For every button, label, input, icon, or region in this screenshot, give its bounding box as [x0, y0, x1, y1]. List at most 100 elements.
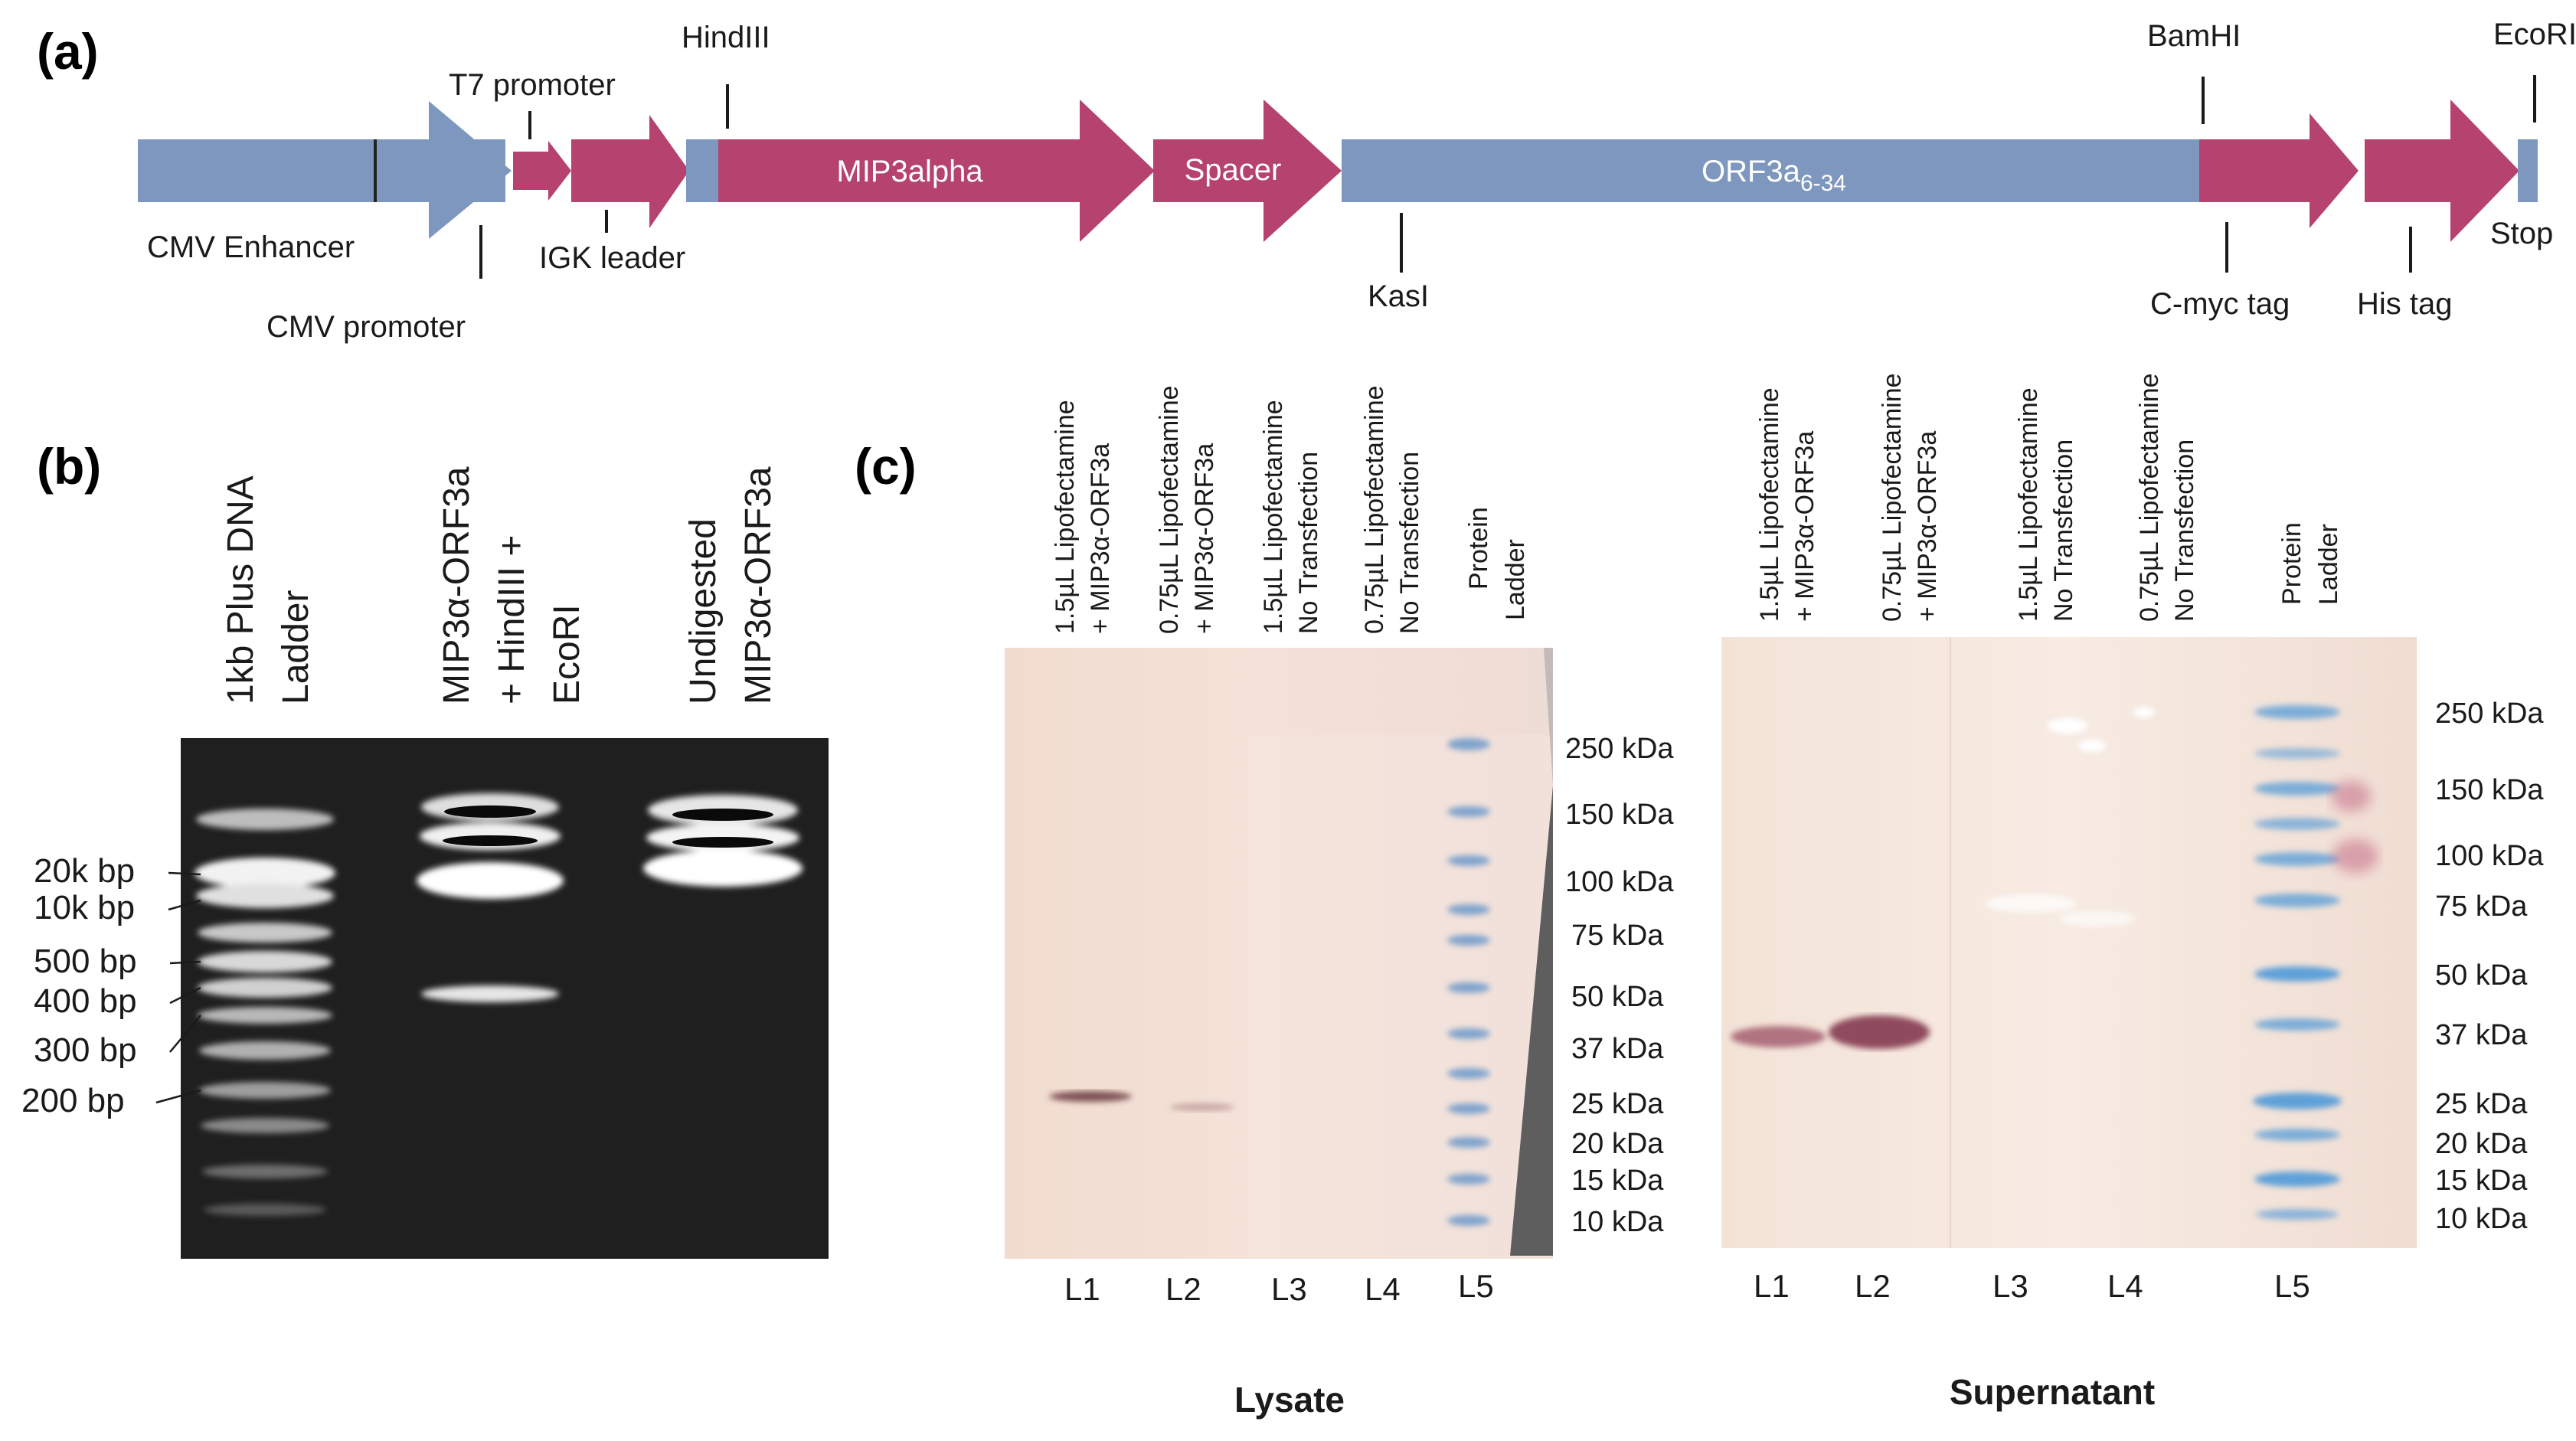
bp-marker-labels: 20k bp 10k bp 500 bp 400 bp 300 bp 200 b…: [21, 852, 137, 1119]
gel-lane-header-3: Undigested MIP3α-ORF3a: [683, 466, 779, 704]
lysate-lane-headers: 1.5µL Lipofectamine + MIP3α-ORF3a 0.75µL…: [1051, 385, 1530, 634]
bp-marker-leaders: [155, 871, 201, 1104]
panel-c-western-blots: (c) 1.5µL Lipofectamine + MIP3α-ORF3a 0.…: [855, 373, 2544, 1420]
svg-text:Undigested: Undigested: [683, 518, 724, 704]
lysate-blot-shadow: [1510, 786, 1553, 1256]
mip3alpha-label: MIP3alpha: [836, 155, 983, 188]
t7-promoter-arrow: [513, 141, 571, 201]
bp-marker-10k: 10k bp: [34, 889, 135, 926]
gel-lane-header-1: 1kb Plus DNA Ladder: [221, 475, 316, 704]
panel-c-letter: (c): [855, 438, 917, 495]
svg-text:10 kDa: 10 kDa: [1571, 1206, 1664, 1238]
svg-text:25 kDa: 25 kDa: [2435, 1088, 2528, 1120]
svg-text:1.5µL Lipofectamine: 1.5µL Lipofectamine: [2014, 387, 2043, 622]
svg-text:No Transfection: No Transfection: [1395, 452, 1424, 634]
orf3a-block: [1342, 139, 2201, 202]
bp-marker-400: 400 bp: [34, 982, 137, 1020]
supernatant-caption: Supernatant: [1950, 1372, 2155, 1412]
cmv-enhancer-label: CMV Enhancer: [147, 230, 355, 264]
panel-b-agarose-gel: (b) 1kb Plus DNA Ladder MIP3α-ORF3a + Hi…: [21, 438, 829, 1259]
svg-text:0.75µL Lipofectamine: 0.75µL Lipofectamine: [2135, 373, 2164, 622]
svg-text:No Transfection: No Transfection: [2049, 439, 2078, 622]
panel-a-plasmid-map: (a) MIP3alpha Spacer ORF3a6-34: [37, 18, 2576, 344]
stop-block: [2518, 139, 2538, 202]
cmv-promoter-label: CMV promoter: [266, 310, 466, 344]
supernatant-blot-seam: [1950, 637, 1951, 1248]
svg-text:1.5µL Lipofectamine: 1.5µL Lipofectamine: [1755, 387, 1784, 622]
svg-text:100 kDa: 100 kDa: [1565, 866, 1674, 898]
svg-text:100 kDa: 100 kDa: [2435, 840, 2544, 872]
svg-text:L5: L5: [1458, 1268, 1494, 1304]
svg-text:L3: L3: [1271, 1271, 1307, 1307]
ecori-label: EcoRI: [2493, 18, 2576, 51]
svg-text:+ MIP3α-ORF3a: + MIP3α-ORF3a: [1086, 443, 1115, 634]
igk-leader-arrow: [571, 115, 689, 228]
svg-text:+ MIP3α-ORF3a: + MIP3α-ORF3a: [1913, 431, 1942, 622]
svg-text:MIP3α-ORF3a: MIP3α-ORF3a: [738, 466, 779, 704]
orf3a-label: ORF3a6-34: [1702, 155, 1846, 196]
bp-marker-300: 300 bp: [34, 1031, 137, 1069]
bp-marker-500: 500 bp: [34, 943, 137, 980]
svg-text:150 kDa: 150 kDa: [2435, 774, 2544, 806]
svg-text:15 kDa: 15 kDa: [2435, 1165, 2528, 1197]
svg-text:+ MIP3α-ORF3a: + MIP3α-ORF3a: [1190, 443, 1219, 634]
svg-text:50 kDa: 50 kDa: [1571, 981, 1664, 1013]
panel-a-letter: (a): [37, 23, 99, 80]
hindiii-label: HindIII: [682, 21, 770, 54]
svg-text:0.75µL Lipofectamine: 0.75µL Lipofectamine: [1878, 373, 1907, 622]
t7-promoter-label: T7 promoter: [449, 68, 616, 102]
supernatant-lane-headers: 1.5µL Lipofectamine + MIP3α-ORF3a 0.75µL…: [1755, 373, 2343, 622]
spacer-arrow: [1153, 100, 1342, 242]
supernatant-blot-image: [1721, 637, 2417, 1248]
svg-text:+ MIP3α-ORF3a: + MIP3α-ORF3a: [1790, 431, 1819, 622]
svg-text:No Transfection: No Transfection: [2170, 439, 2199, 622]
hindiii-linker-block: [686, 139, 720, 202]
svg-text:0.75µL Lipofectamine: 0.75µL Lipofectamine: [1155, 385, 1184, 634]
svg-text:25 kDa: 25 kDa: [1571, 1088, 1664, 1120]
panel-b-letter: (b): [37, 438, 101, 495]
cmyc-tag-label: C-myc tag: [2150, 287, 2290, 321]
svg-text:10 kDa: 10 kDa: [2435, 1203, 2528, 1235]
svg-text:250 kDa: 250 kDa: [1565, 733, 1674, 765]
lysate-blot-overlay: [1248, 735, 1553, 1259]
svg-text:L4: L4: [1365, 1271, 1401, 1307]
svg-text:L2: L2: [1165, 1271, 1201, 1307]
svg-text:Ladder: Ladder: [276, 590, 316, 704]
lysate-ladder-bands: [1447, 738, 1490, 1226]
svg-text:MIP3α-ORF3a: MIP3α-ORF3a: [436, 466, 477, 704]
dna-ladder-bands: [195, 809, 335, 1216]
lysate-sample-bands: [1049, 1091, 1234, 1111]
lysate-lane-labels: L1 L2 L3 L4 L5: [1064, 1268, 1494, 1307]
lysate-caption: Lysate: [1234, 1380, 1345, 1420]
svg-text:15 kDa: 15 kDa: [1571, 1165, 1664, 1197]
kasi-label: KasI: [1368, 279, 1429, 313]
stop-label: Stop: [2490, 217, 2553, 250]
igk-leader-label: IGK leader: [539, 241, 685, 275]
svg-text:1kb Plus DNA: 1kb Plus DNA: [221, 475, 261, 704]
svg-text:0.75µL Lipofectamine: 0.75µL Lipofectamine: [1360, 385, 1389, 634]
svg-text:Protein: Protein: [1464, 507, 1493, 590]
supernatant-kda-markers: 250 kDa 150 kDa 100 kDa 75 kDa 50 kDa 37…: [2435, 698, 2544, 1235]
feature-ticks: [479, 75, 2536, 279]
svg-text:No Transfection: No Transfection: [1294, 452, 1323, 634]
supernatant-ladder-bands: [2253, 705, 2342, 1220]
svg-text:150 kDa: 150 kDa: [1565, 799, 1674, 831]
svg-text:L3: L3: [1992, 1268, 2028, 1304]
his-tag-arrow: [2365, 100, 2519, 242]
bamhi-label: BamHI: [2147, 19, 2241, 53]
svg-text:L4: L4: [2107, 1268, 2143, 1304]
his-tag-label: His tag: [2357, 287, 2453, 321]
svg-text:20 kDa: 20 kDa: [1571, 1128, 1664, 1160]
supernatant-pink-smears: [2331, 781, 2378, 873]
svg-text:L2: L2: [1855, 1268, 1891, 1304]
svg-text:37 kDa: 37 kDa: [2435, 1019, 2528, 1051]
svg-text:L1: L1: [1754, 1268, 1790, 1304]
svg-text:75 kDa: 75 kDa: [1571, 920, 1664, 952]
svg-text:+ HindIII +: + HindIII +: [492, 535, 532, 704]
supernatant-lane-labels: L1 L2 L3 L4 L5: [1754, 1268, 2310, 1304]
cmyc-tag-arrow: [2199, 113, 2359, 228]
supernatant-artifact-speckles: [1985, 707, 2155, 926]
gel-wells: [443, 805, 773, 848]
svg-text:37 kDa: 37 kDa: [1571, 1033, 1664, 1065]
